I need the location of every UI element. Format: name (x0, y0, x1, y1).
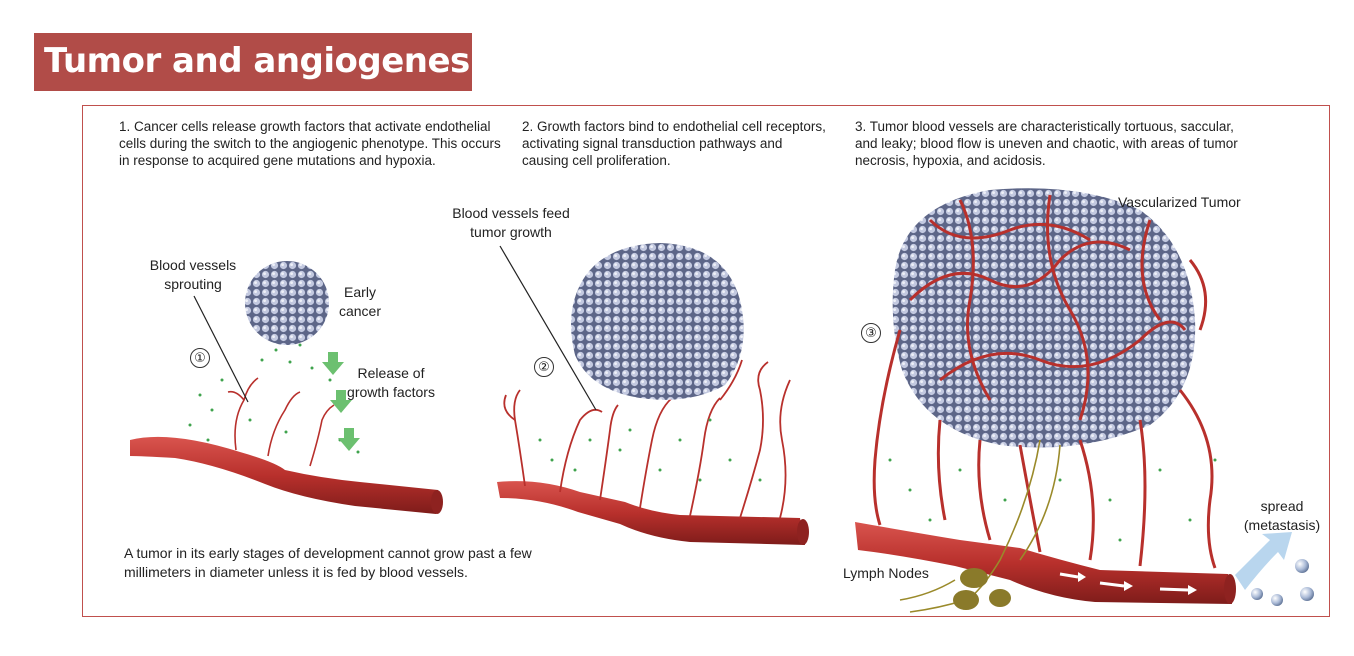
release-arrows (322, 352, 360, 451)
label-blood-vessels-sprouting: Blood vessels sprouting (149, 257, 237, 292)
title-banner: Tumor and angiogenesis (34, 33, 501, 91)
feed-pointer (499, 245, 597, 411)
metastasis-arrow (1235, 532, 1292, 590)
early-cancer-cluster (245, 261, 329, 345)
growth-factor-dots-1 (188, 343, 360, 454)
tortuous-vessels-3 (872, 194, 1217, 569)
label-lymph-nodes: Lymph Nodes (843, 565, 929, 581)
footnote: A tumor in its early stages of developme… (124, 545, 532, 580)
lymph-nodes-drawing (953, 568, 1011, 610)
flow-arrows (1059, 572, 1197, 595)
main-vessel-2 (497, 481, 805, 545)
step-2-marker: ② (534, 357, 554, 377)
tumor-cluster-3 (892, 188, 1196, 448)
label-early-cancer: Early cancer (338, 284, 382, 319)
growth-factor-dots-2 (538, 418, 762, 482)
main-vessel-1 (130, 436, 438, 514)
tumor-cluster-2 (571, 243, 744, 400)
metastasis-cells (1251, 559, 1314, 606)
label-release-growth-factors: Release of growth factors (347, 365, 435, 400)
panel-3-caption: 3. Tumor blood vessels are characteristi… (855, 119, 1238, 168)
label-vascularized-tumor: Vascularized Tumor (1118, 194, 1241, 210)
panel-1-illustration (130, 261, 443, 514)
label-spread-metastasis: spread (metastasis) (1243, 498, 1321, 533)
panel-3-illustration (855, 188, 1314, 613)
growth-factor-dots-3 (888, 458, 1217, 542)
step-3-marker: ③ (861, 323, 881, 343)
panel-1-caption: 1. Cancer cells release growth factors t… (119, 119, 501, 168)
sprouting-vessels-1 (227, 377, 335, 467)
page-title: Tumor and angiogenesis (44, 41, 501, 81)
sprouting-pointer (193, 295, 249, 403)
main-vessel-3 (855, 522, 1232, 604)
diagram-frame (82, 105, 1330, 617)
step-1-marker: ① (190, 348, 210, 368)
panel-2-caption: 2. Growth factors bind to endothelial ce… (522, 119, 826, 168)
label-blood-vessels-feed: Blood vessels feed tumor growth (452, 205, 570, 240)
panel-2-illustration (497, 243, 809, 545)
